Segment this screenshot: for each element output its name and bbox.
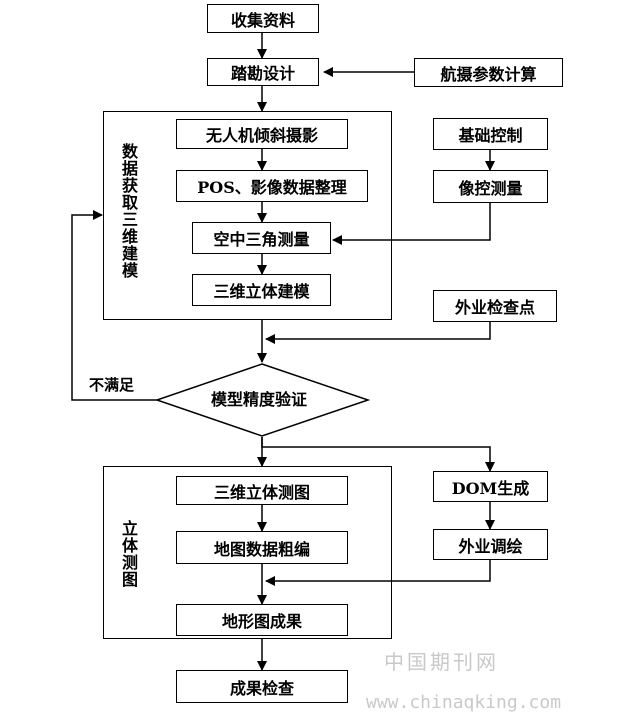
decision-diamond [154,363,371,437]
decision-model-check: 模型精度验证 [210,390,307,409]
step-basic-control: 基础控制 [433,118,548,150]
stereo-mapping-group [103,466,392,639]
step-model-3d: 三维立体建模 [192,274,331,306]
step-image-control: 像控测量 [433,170,548,203]
data-acquisition-group [103,111,392,320]
step-aerial-triangulation: 空中三角测量 [192,222,331,254]
step-collect: 收集资料 [207,4,319,33]
arrow-not-satisfied-loop [71,210,157,401]
arrow-check-to-dom [261,437,495,472]
step-check-points: 外业检查点 [433,290,557,322]
watermark-url: www.chinaqking.com [366,692,562,713]
step-map-edit: 地图数据粗编 [176,531,348,564]
arrow-fieldedit-to-main [265,560,491,586]
label-not-satisfied: 不满足 [89,376,135,394]
step-survey-design: 踏勘设计 [207,58,319,86]
watermark-cn: 中国期刊网 [384,650,499,674]
step-flight-calc: 航摄参数计算 [414,58,563,87]
step-final-check: 成果检查 [176,670,348,703]
arrow-checkpoints-to-main [265,322,491,344]
stereo-mapping-group-label: 立体测图 [119,520,138,588]
step-pos: POS、影像数据整理 [176,170,368,202]
step-map-result: 地形图成果 [176,604,348,636]
step-stereo-mapping: 三维立体测图 [176,476,348,505]
step-dom: DOM生成 [433,471,548,502]
arrow-image-control-to-at [332,203,491,245]
step-uav-photo: 无人机倾斜摄影 [176,119,348,149]
data-acquisition-group-label: 数据获取三维建模 [119,143,138,279]
step-field-edit: 外业调绘 [433,529,548,560]
